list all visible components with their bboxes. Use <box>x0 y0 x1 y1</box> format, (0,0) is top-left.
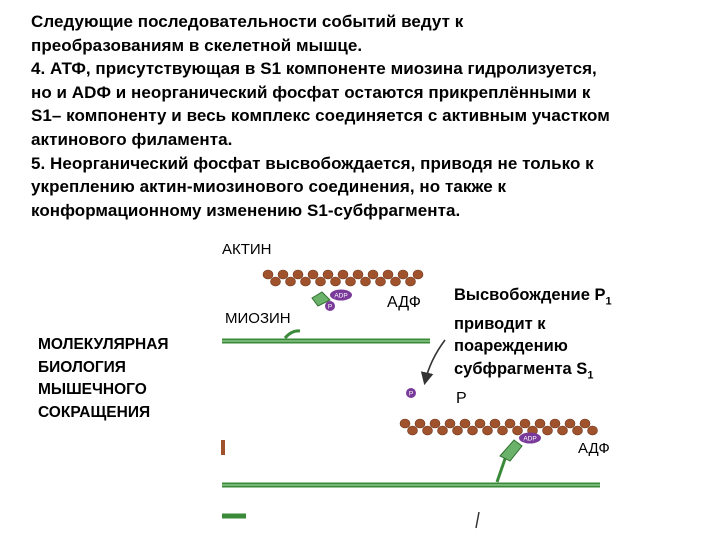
actin-bead <box>270 276 281 287</box>
actin-bead <box>579 418 591 429</box>
release-caption: Высвобождение P1 приводит к поареждению … <box>454 284 612 387</box>
myosin-head <box>311 291 331 307</box>
actin-bead <box>399 418 411 429</box>
adp-badge: ADP <box>330 289 352 301</box>
release-caption-line: субфрагмента S1 <box>454 359 594 382</box>
side-caption-line: БИОЛОГИЯ <box>38 358 126 376</box>
actin-bead <box>452 425 463 436</box>
p-label: Р <box>456 390 467 407</box>
actin-bead <box>360 276 371 287</box>
actin-bead <box>564 418 576 429</box>
paragraph-line: актинового филамента. <box>31 129 233 149</box>
actin-bead <box>337 269 349 280</box>
actin-bead <box>307 269 319 280</box>
adp-badge-text: ADP <box>334 293 347 300</box>
release-caption-line: Высвобождение P1 <box>454 286 612 308</box>
side-caption: МОЛЕКУЛЯРНАЯ БИОЛОГИЯ МЫШЕЧНОГО СОКРАЩЕН… <box>38 334 169 424</box>
myosin-head <box>283 329 301 340</box>
actin-bead <box>262 269 274 280</box>
adp-badge-text: ADP <box>523 436 536 443</box>
actin-bead <box>512 425 523 436</box>
actin-bead <box>549 418 561 429</box>
actin-bead <box>587 425 598 436</box>
actin-bead <box>407 425 418 436</box>
actin-bead <box>330 276 341 287</box>
actin-bead <box>422 425 433 436</box>
actin-bead <box>300 276 311 287</box>
adp-label-bottom: АДФ <box>578 440 610 457</box>
adp-label-top: АДФ <box>387 294 421 311</box>
actin-bead <box>519 418 531 429</box>
release-arrow <box>420 339 446 386</box>
main-paragraph: Следующие последовательности событий вед… <box>31 10 716 222</box>
actin-fragment <box>221 440 225 455</box>
side-caption-line: МОЛЕКУЛЯРНАЯ <box>38 336 169 353</box>
paragraph-line: 5. Неорганический фосфат высвобождается,… <box>31 153 594 173</box>
actin-bead <box>482 425 493 436</box>
paragraph-line: S1– компоненту и весь комплекс соединяет… <box>31 106 610 126</box>
actin-bead <box>572 425 583 436</box>
release-caption-line: поареждению <box>454 337 568 356</box>
paragraph-line: преобразованиям в скелетной мышце. <box>31 35 363 55</box>
actin-bead <box>405 276 416 287</box>
actin-filament <box>399 418 598 436</box>
actin-bead <box>375 276 386 287</box>
actin-filament <box>262 269 424 287</box>
actin-bead <box>382 269 394 280</box>
actin-bead <box>459 418 471 429</box>
paragraph-line: укреплению актин-миозинового соединения,… <box>31 177 507 197</box>
actin-bead <box>390 276 401 287</box>
actin-bead <box>322 269 334 280</box>
paragraph-line: 4. АТФ, присутствующая в S1 компоненте м… <box>31 59 597 79</box>
actin-bead <box>412 269 424 280</box>
myosin-head <box>499 439 523 462</box>
release-caption-line: приводит к <box>454 314 546 333</box>
actin-label: АКТИН <box>222 241 272 258</box>
actin-bead <box>315 276 326 287</box>
actin-bead <box>345 276 356 287</box>
actin-bead <box>414 418 426 429</box>
actin-bead <box>497 425 508 436</box>
actin-bead <box>489 418 501 429</box>
actin-bead <box>444 418 456 429</box>
actin-bead <box>542 425 553 436</box>
actin-bead <box>285 276 296 287</box>
actin-bead <box>397 269 409 280</box>
adp-badge: ADP <box>519 432 541 444</box>
paragraph-line: Следующие последовательности событий вед… <box>31 12 464 31</box>
actin-bead <box>467 425 478 436</box>
actin-bead <box>474 418 486 429</box>
p-badge: P <box>325 301 335 311</box>
paragraph-line: но и ADФ и неорганический фосфат остаютс… <box>31 82 591 102</box>
actin-bead <box>277 269 289 280</box>
actin-bead <box>367 269 379 280</box>
actin-bead <box>557 425 568 436</box>
side-caption-line: МЫШЕЧНОГО <box>38 381 147 398</box>
p-badge-text: P <box>328 304 332 311</box>
p-badge: P <box>406 388 416 398</box>
p-badge-text: P <box>409 391 413 398</box>
side-caption-line: СОКРАЩЕНИЯ <box>38 403 151 421</box>
actin-bead <box>292 269 304 280</box>
actin-bead <box>437 425 448 436</box>
actin-bead <box>429 418 441 429</box>
detached-head <box>475 511 480 529</box>
myosin-neck <box>495 455 508 483</box>
paragraph-line: конформационному изменению S1-субфрагмен… <box>31 200 461 220</box>
myosin-label: МИОЗИН <box>225 310 291 327</box>
actin-bead <box>504 418 516 429</box>
actin-bead <box>352 269 364 280</box>
actin-bead <box>534 418 546 429</box>
